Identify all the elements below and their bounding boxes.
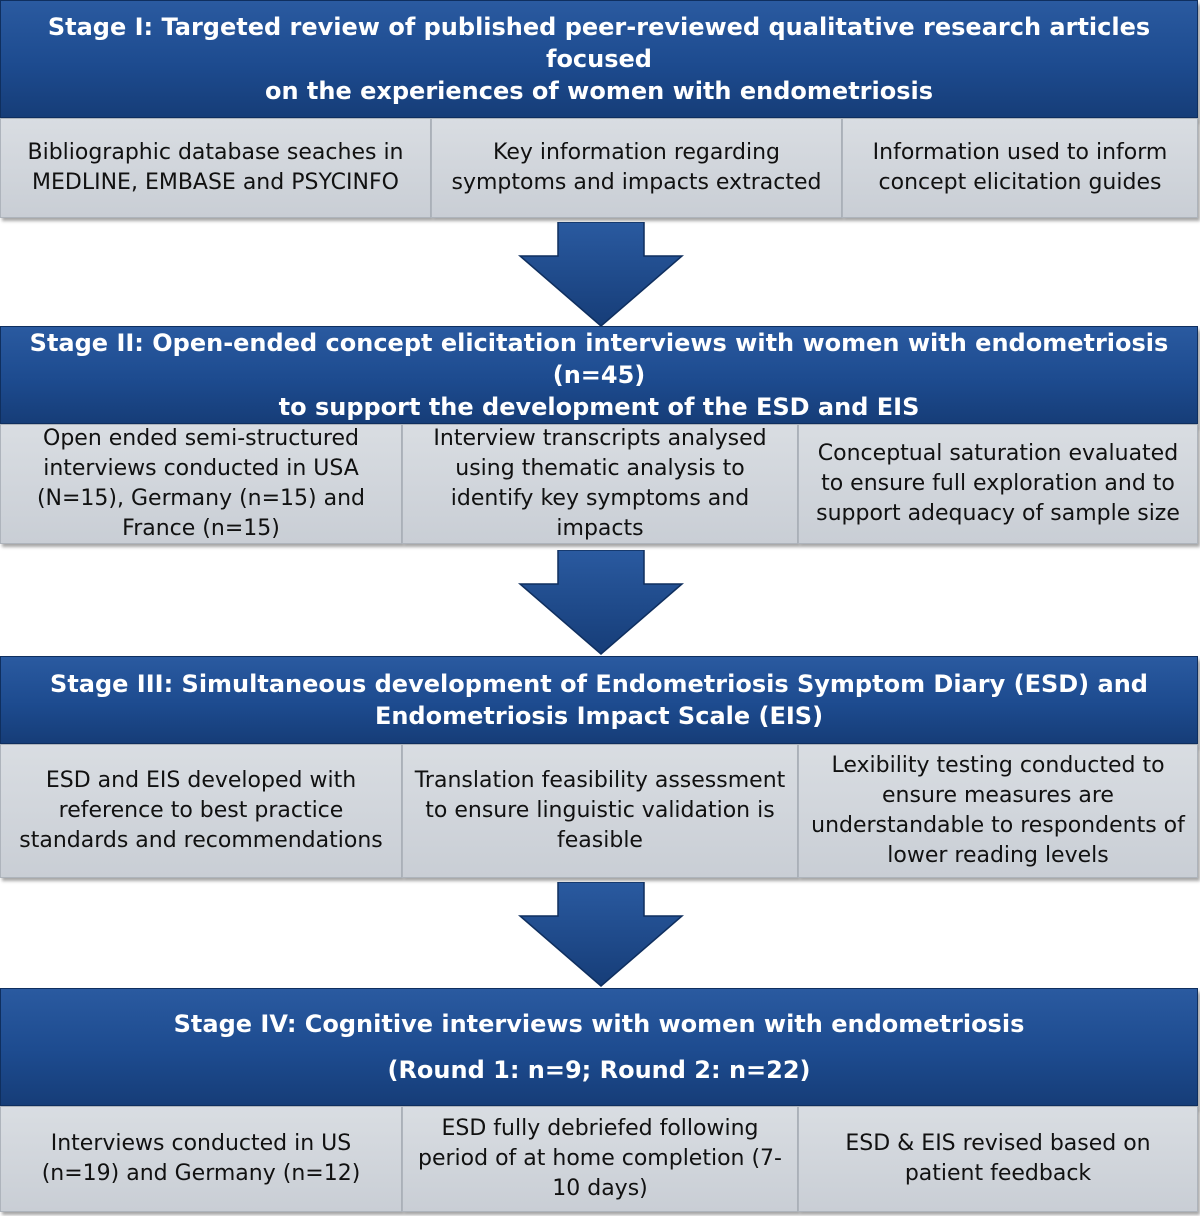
stage-1-title-line-2: on the experiences of women with endomet… <box>264 77 934 105</box>
down-arrow-icon <box>518 550 684 655</box>
stage-4-header: Stage IV: Cognitive interviews with wome… <box>0 988 1198 1106</box>
stage-2: Stage II: Open-ended concept elicitation… <box>0 326 1198 546</box>
stage-2-box-3: Conceptual saturation evaluated to ensur… <box>798 424 1198 544</box>
down-arrow-icon <box>518 222 684 327</box>
stage-3-box-1: ESD and EIS developed with reference to … <box>0 744 402 878</box>
stage-4-box-1: Interviews conducted in US (n=19) and Ge… <box>0 1106 402 1212</box>
stage-4-title-line-2: (Round 1: n=9; Round 2: n=22) <box>387 1056 811 1084</box>
down-arrow-icon <box>518 882 684 987</box>
stage-2-box-1: Open ended semi-structured interviews co… <box>0 424 402 544</box>
stage-2-boxes: Open ended semi-structured interviews co… <box>0 424 1198 544</box>
stage-1: Stage I: Targeted review of published pe… <box>0 0 1198 220</box>
stage-4-title-line-1: Stage IV: Cognitive interviews with wome… <box>173 1010 1025 1038</box>
stage-4: Stage IV: Cognitive interviews with wome… <box>0 988 1198 1214</box>
stage-1-box-3: Information used to inform concept elici… <box>842 118 1198 218</box>
stage-1-boxes: Bibliographic database seaches in MEDLIN… <box>0 118 1198 218</box>
stage-1-box-2: Key information regarding symptoms and i… <box>431 118 842 218</box>
stage-3-title-line-1: Stage III: Simultaneous development of E… <box>50 670 1148 698</box>
stage-4-box-2: ESD fully debriefed following period of … <box>402 1106 798 1212</box>
stage-2-title-line-1: Stage II: Open-ended concept elicitation… <box>29 329 1169 389</box>
stage-3: Stage III: Simultaneous development of E… <box>0 656 1198 880</box>
stage-4-box-3: ESD & EIS revised based on patient feedb… <box>798 1106 1198 1212</box>
stage-1-title-line-1: Stage I: Targeted review of published pe… <box>47 13 1151 73</box>
stage-3-box-2: Translation feasibility assessment to en… <box>402 744 798 878</box>
stage-1-header: Stage I: Targeted review of published pe… <box>0 0 1198 118</box>
stage-4-boxes: Interviews conducted in US (n=19) and Ge… <box>0 1106 1198 1212</box>
stage-3-header: Stage III: Simultaneous development of E… <box>0 656 1198 744</box>
stage-3-boxes: ESD and EIS developed with reference to … <box>0 744 1198 878</box>
stage-2-title-line-2: to support the development of the ESD an… <box>278 393 920 421</box>
stage-3-title-line-2: Endometriosis Impact Scale (EIS) <box>374 702 824 730</box>
stage-3-box-3: Lexibility testing conducted to ensure m… <box>798 744 1198 878</box>
stage-1-box-1: Bibliographic database seaches in MEDLIN… <box>0 118 431 218</box>
stage-2-box-2: Interview transcripts analysed using the… <box>402 424 798 544</box>
stage-2-header: Stage II: Open-ended concept elicitation… <box>0 326 1198 424</box>
